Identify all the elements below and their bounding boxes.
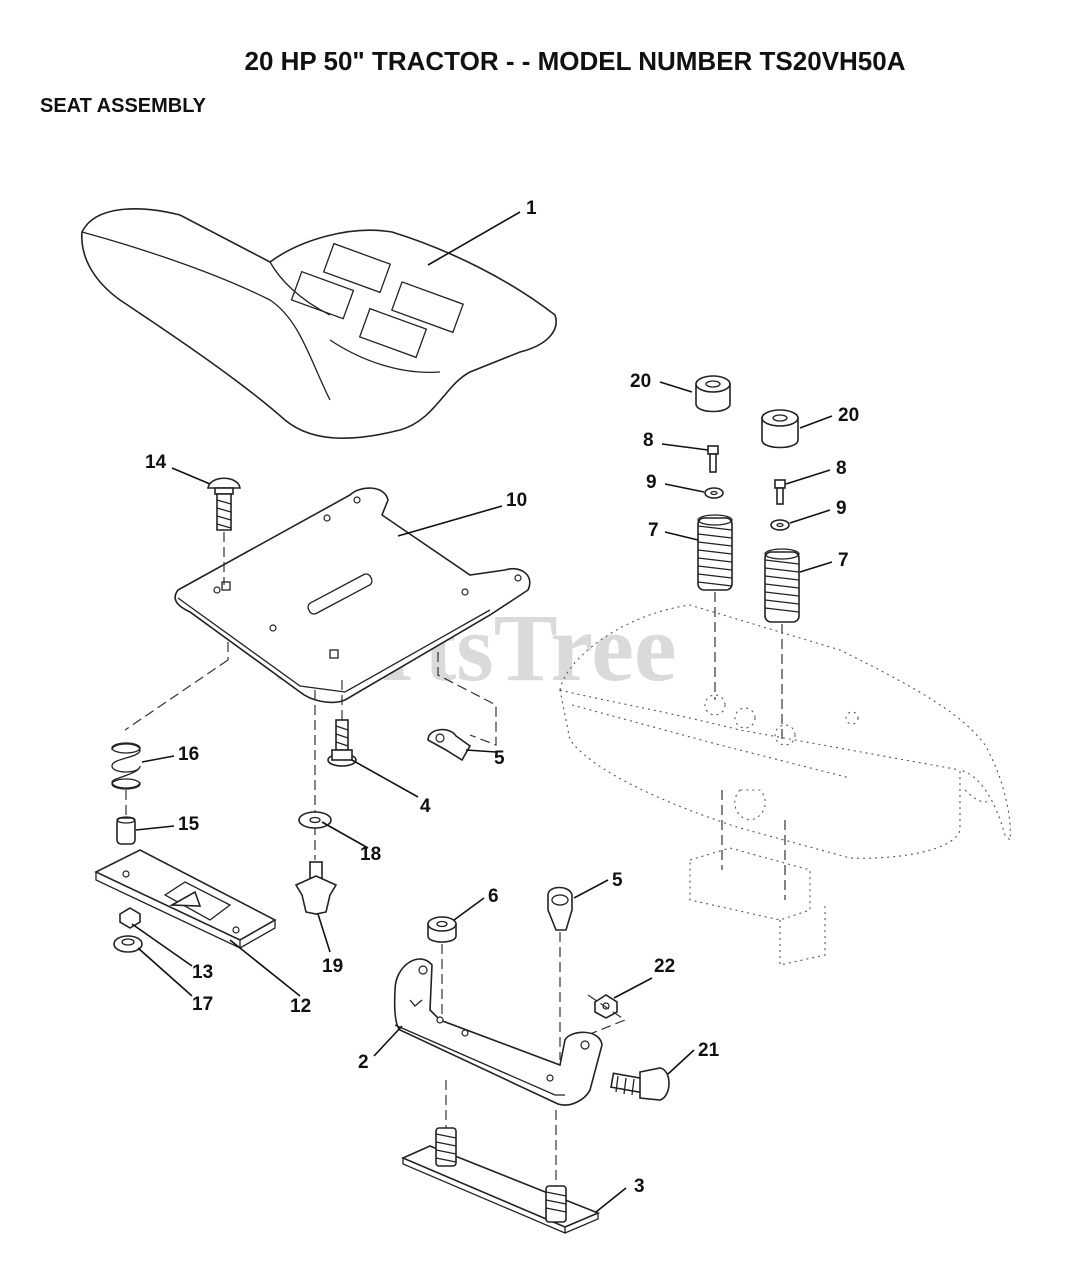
- callout-20-right: 20: [838, 405, 859, 426]
- callout-20-left: 20: [630, 371, 651, 392]
- callout-10: 10: [506, 490, 527, 511]
- callout-2: 2: [358, 1052, 369, 1073]
- callout-6: 6: [488, 886, 499, 907]
- washer-9-left-part[interactable]: [704, 487, 724, 499]
- callout-18: 18: [360, 844, 381, 865]
- bolt-8-right-part[interactable]: [774, 479, 786, 505]
- bushing-15-part[interactable]: [116, 816, 136, 845]
- callout-19: 19: [322, 956, 343, 977]
- spring-16-part[interactable]: [111, 742, 141, 790]
- washer-18-part[interactable]: [298, 811, 332, 829]
- seat-pan-part[interactable]: [174, 487, 531, 704]
- callout-22: 22: [654, 956, 675, 977]
- callout-1: 1: [526, 198, 537, 219]
- callout-8-left: 8: [643, 430, 654, 451]
- plate-3-part[interactable]: [400, 1127, 601, 1234]
- seat-part[interactable]: [81, 208, 557, 439]
- fender-frame-reference: [559, 604, 1011, 966]
- washer-nut-17-part[interactable]: [113, 935, 143, 953]
- callout-16: 16: [178, 744, 199, 765]
- clip-5-lower-part[interactable]: [547, 886, 573, 931]
- callout-21: 21: [698, 1040, 720, 1061]
- callout-17: 17: [192, 994, 213, 1015]
- callout-7-left: 7: [648, 520, 659, 541]
- callout-13: 13: [192, 962, 213, 983]
- callout-14: 14: [145, 452, 167, 473]
- washer-9-right-part[interactable]: [770, 519, 790, 531]
- nut-6-part[interactable]: [427, 916, 457, 943]
- callout-9-left: 9: [646, 472, 657, 493]
- bracket-2-part[interactable]: [393, 958, 603, 1106]
- page-title: 20 HP 50" TRACTOR - - MODEL NUMBER TS20V…: [244, 46, 905, 76]
- clip-5-upper-part[interactable]: [427, 728, 472, 762]
- callout-3: 3: [634, 1176, 645, 1197]
- callout-9-right: 9: [836, 498, 847, 519]
- bolt-8-left-part[interactable]: [707, 445, 719, 473]
- bolt-21-part[interactable]: [610, 1067, 670, 1101]
- screw-4-part[interactable]: [327, 719, 357, 767]
- bumper-20-right-part[interactable]: [761, 409, 799, 449]
- section-title: SEAT ASSEMBLY: [40, 95, 207, 117]
- leader-lines: [131, 211, 833, 1213]
- bracket-plate-12-part[interactable]: [94, 849, 277, 950]
- callout-12: 12: [290, 996, 311, 1017]
- nut-13-part[interactable]: [119, 907, 141, 929]
- knob-19-part[interactable]: [294, 861, 338, 915]
- callout-labels: 1 20 20 8 8 9 9 7 7 14 10 16 15 4 5 18 1…: [145, 198, 859, 1197]
- callout-5-upper: 5: [494, 748, 505, 769]
- callout-7-right: 7: [838, 550, 849, 571]
- callout-4: 4: [420, 796, 431, 817]
- callout-8-right: 8: [836, 458, 847, 479]
- bumper-20-left-part[interactable]: [695, 375, 731, 413]
- spring-7-right-part[interactable]: [764, 548, 800, 623]
- carriage-bolt-part[interactable]: [207, 477, 241, 531]
- callout-5-lower: 5: [612, 870, 623, 891]
- spring-7-left-part[interactable]: [697, 514, 733, 591]
- callout-15: 15: [178, 814, 200, 835]
